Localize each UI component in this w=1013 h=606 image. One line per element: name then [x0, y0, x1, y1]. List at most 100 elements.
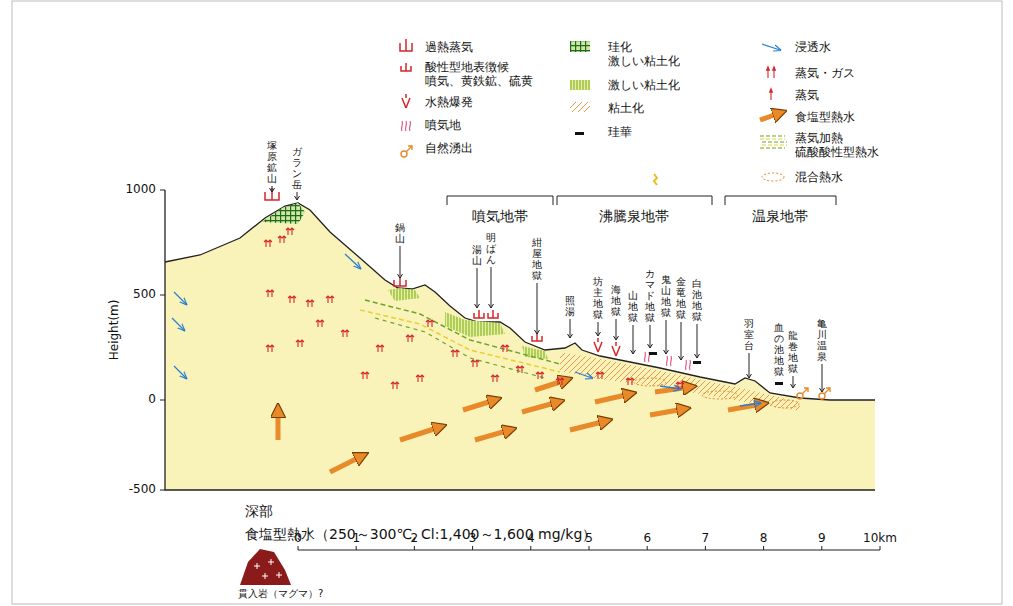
place-label: 鍋山: [395, 222, 405, 244]
label: 3: [469, 532, 477, 546]
steam-mark: [266, 345, 274, 352]
steam-mark: [341, 330, 349, 337]
scale-tick: [414, 546, 415, 550]
label: 貫入岩（マグマ）?: [238, 588, 323, 600]
leader-arrow: [568, 319, 573, 338]
legend-text: 酸性型地表徴候 噴気、黄鉄鉱、硫黄: [425, 60, 540, 88]
legend-text: 過熱蒸気: [425, 40, 575, 54]
place-label: ガラン岳: [292, 146, 302, 190]
leader-arrow: [679, 322, 684, 360]
leader-arrow: [596, 322, 601, 336]
steam-mark: [556, 378, 564, 385]
steam-mark: [501, 345, 509, 352]
steam-mark: [361, 372, 369, 379]
legend-text: 噴気地: [425, 118, 575, 132]
steam-mark: [326, 296, 334, 303]
place-label: 血の池地獄: [774, 322, 784, 377]
scale-tick: [356, 546, 357, 550]
leader-arrow: [398, 246, 403, 278]
label: 沸騰泉地帯: [599, 208, 669, 224]
label: 9: [818, 532, 826, 546]
place-label: 湯山: [472, 244, 482, 266]
steam-mark: [491, 375, 499, 382]
label: 4: [527, 532, 535, 546]
legend-text: 水熱爆発: [425, 95, 575, 109]
steam-mark: [391, 382, 399, 389]
label: 5: [585, 532, 593, 546]
leader-arrow: [695, 324, 700, 358]
steam-mark: [264, 240, 272, 247]
legend-text: 食塩型熱水: [795, 110, 945, 124]
legend-text: 蒸気: [795, 88, 945, 102]
leader-arrow: [475, 268, 480, 308]
leader-arrow: [664, 320, 669, 354]
axis-label: 1000: [125, 183, 156, 197]
scale-tick: [589, 546, 590, 550]
axis-label: -500: [129, 483, 156, 497]
leader-arrow: [535, 283, 540, 334]
legend-text: 自然湧出: [425, 141, 575, 155]
legend-text: 蒸気加熱 硫酸酸性型熱水: [795, 131, 895, 159]
place-label: 山地獄: [628, 290, 638, 323]
steam-mark: [288, 296, 296, 303]
steam-mark: [316, 320, 324, 327]
place-label: 鬼山地獄: [661, 274, 671, 318]
steam-mark: [306, 300, 314, 307]
legend-text: 珪華: [608, 125, 758, 139]
scale-tick: [530, 546, 531, 550]
legend-text: 混合熱水: [795, 170, 945, 184]
scale-tick: [705, 546, 706, 550]
leader-arrow: [614, 319, 619, 340]
legend-text: 激しい粘土化: [608, 78, 758, 92]
axis-label: 500: [133, 288, 156, 302]
label: 2: [411, 532, 419, 546]
scale-tick: [821, 546, 822, 550]
place-label: 金竜地獄: [676, 276, 686, 320]
steam-mark: [406, 335, 414, 342]
scale-tick: [647, 546, 648, 550]
legend-text: 浸透水: [795, 40, 945, 54]
label: 温泉地帯: [752, 208, 808, 224]
label: 6: [643, 532, 651, 546]
leader-arrow: [489, 267, 494, 308]
steam-mark: [596, 372, 604, 379]
steam-mark: [278, 236, 286, 243]
steam-mark: [296, 340, 304, 347]
label: 0: [294, 532, 302, 546]
label: 噴気地帯: [472, 208, 528, 224]
steam-mark: [286, 228, 294, 235]
axis-label: 0: [148, 393, 156, 407]
steam-mark: [471, 360, 479, 367]
steam-mark: [451, 350, 459, 357]
place-label: 明ばん: [486, 232, 496, 265]
leader-arrow: [791, 376, 796, 388]
steam-mark: [426, 320, 434, 327]
steam-mark: [626, 378, 634, 385]
label: Height(m): [108, 300, 122, 361]
place-label: 亀川温泉: [817, 318, 827, 362]
steam-mark: [676, 382, 684, 389]
place-label: 坊主地獄: [593, 276, 603, 320]
leader-arrow: [648, 325, 653, 348]
leader-arrow: [820, 364, 825, 392]
steam-mark: [516, 366, 524, 373]
steam-mark: [536, 372, 544, 379]
steam-mark: [266, 290, 274, 297]
legend-text: 珪化 激しい粘土化: [608, 40, 698, 68]
place-label: 龍巻地獄: [788, 330, 798, 374]
label: 7: [702, 532, 710, 546]
label: 深部: [245, 503, 273, 519]
place-label: 白池地獄: [692, 278, 702, 322]
leader-arrow: [270, 186, 275, 192]
scale-tick: [472, 546, 473, 550]
leader-arrow: [747, 353, 752, 378]
leader-arrow: [631, 325, 636, 354]
leader-arrow: [295, 192, 300, 200]
legend-text: 蒸気・ガス: [795, 66, 945, 80]
scale-tick: [298, 546, 299, 550]
place-label: 塚原鉱山: [267, 140, 277, 184]
label: 10km: [863, 532, 897, 546]
place-label: 照湯: [565, 295, 575, 317]
